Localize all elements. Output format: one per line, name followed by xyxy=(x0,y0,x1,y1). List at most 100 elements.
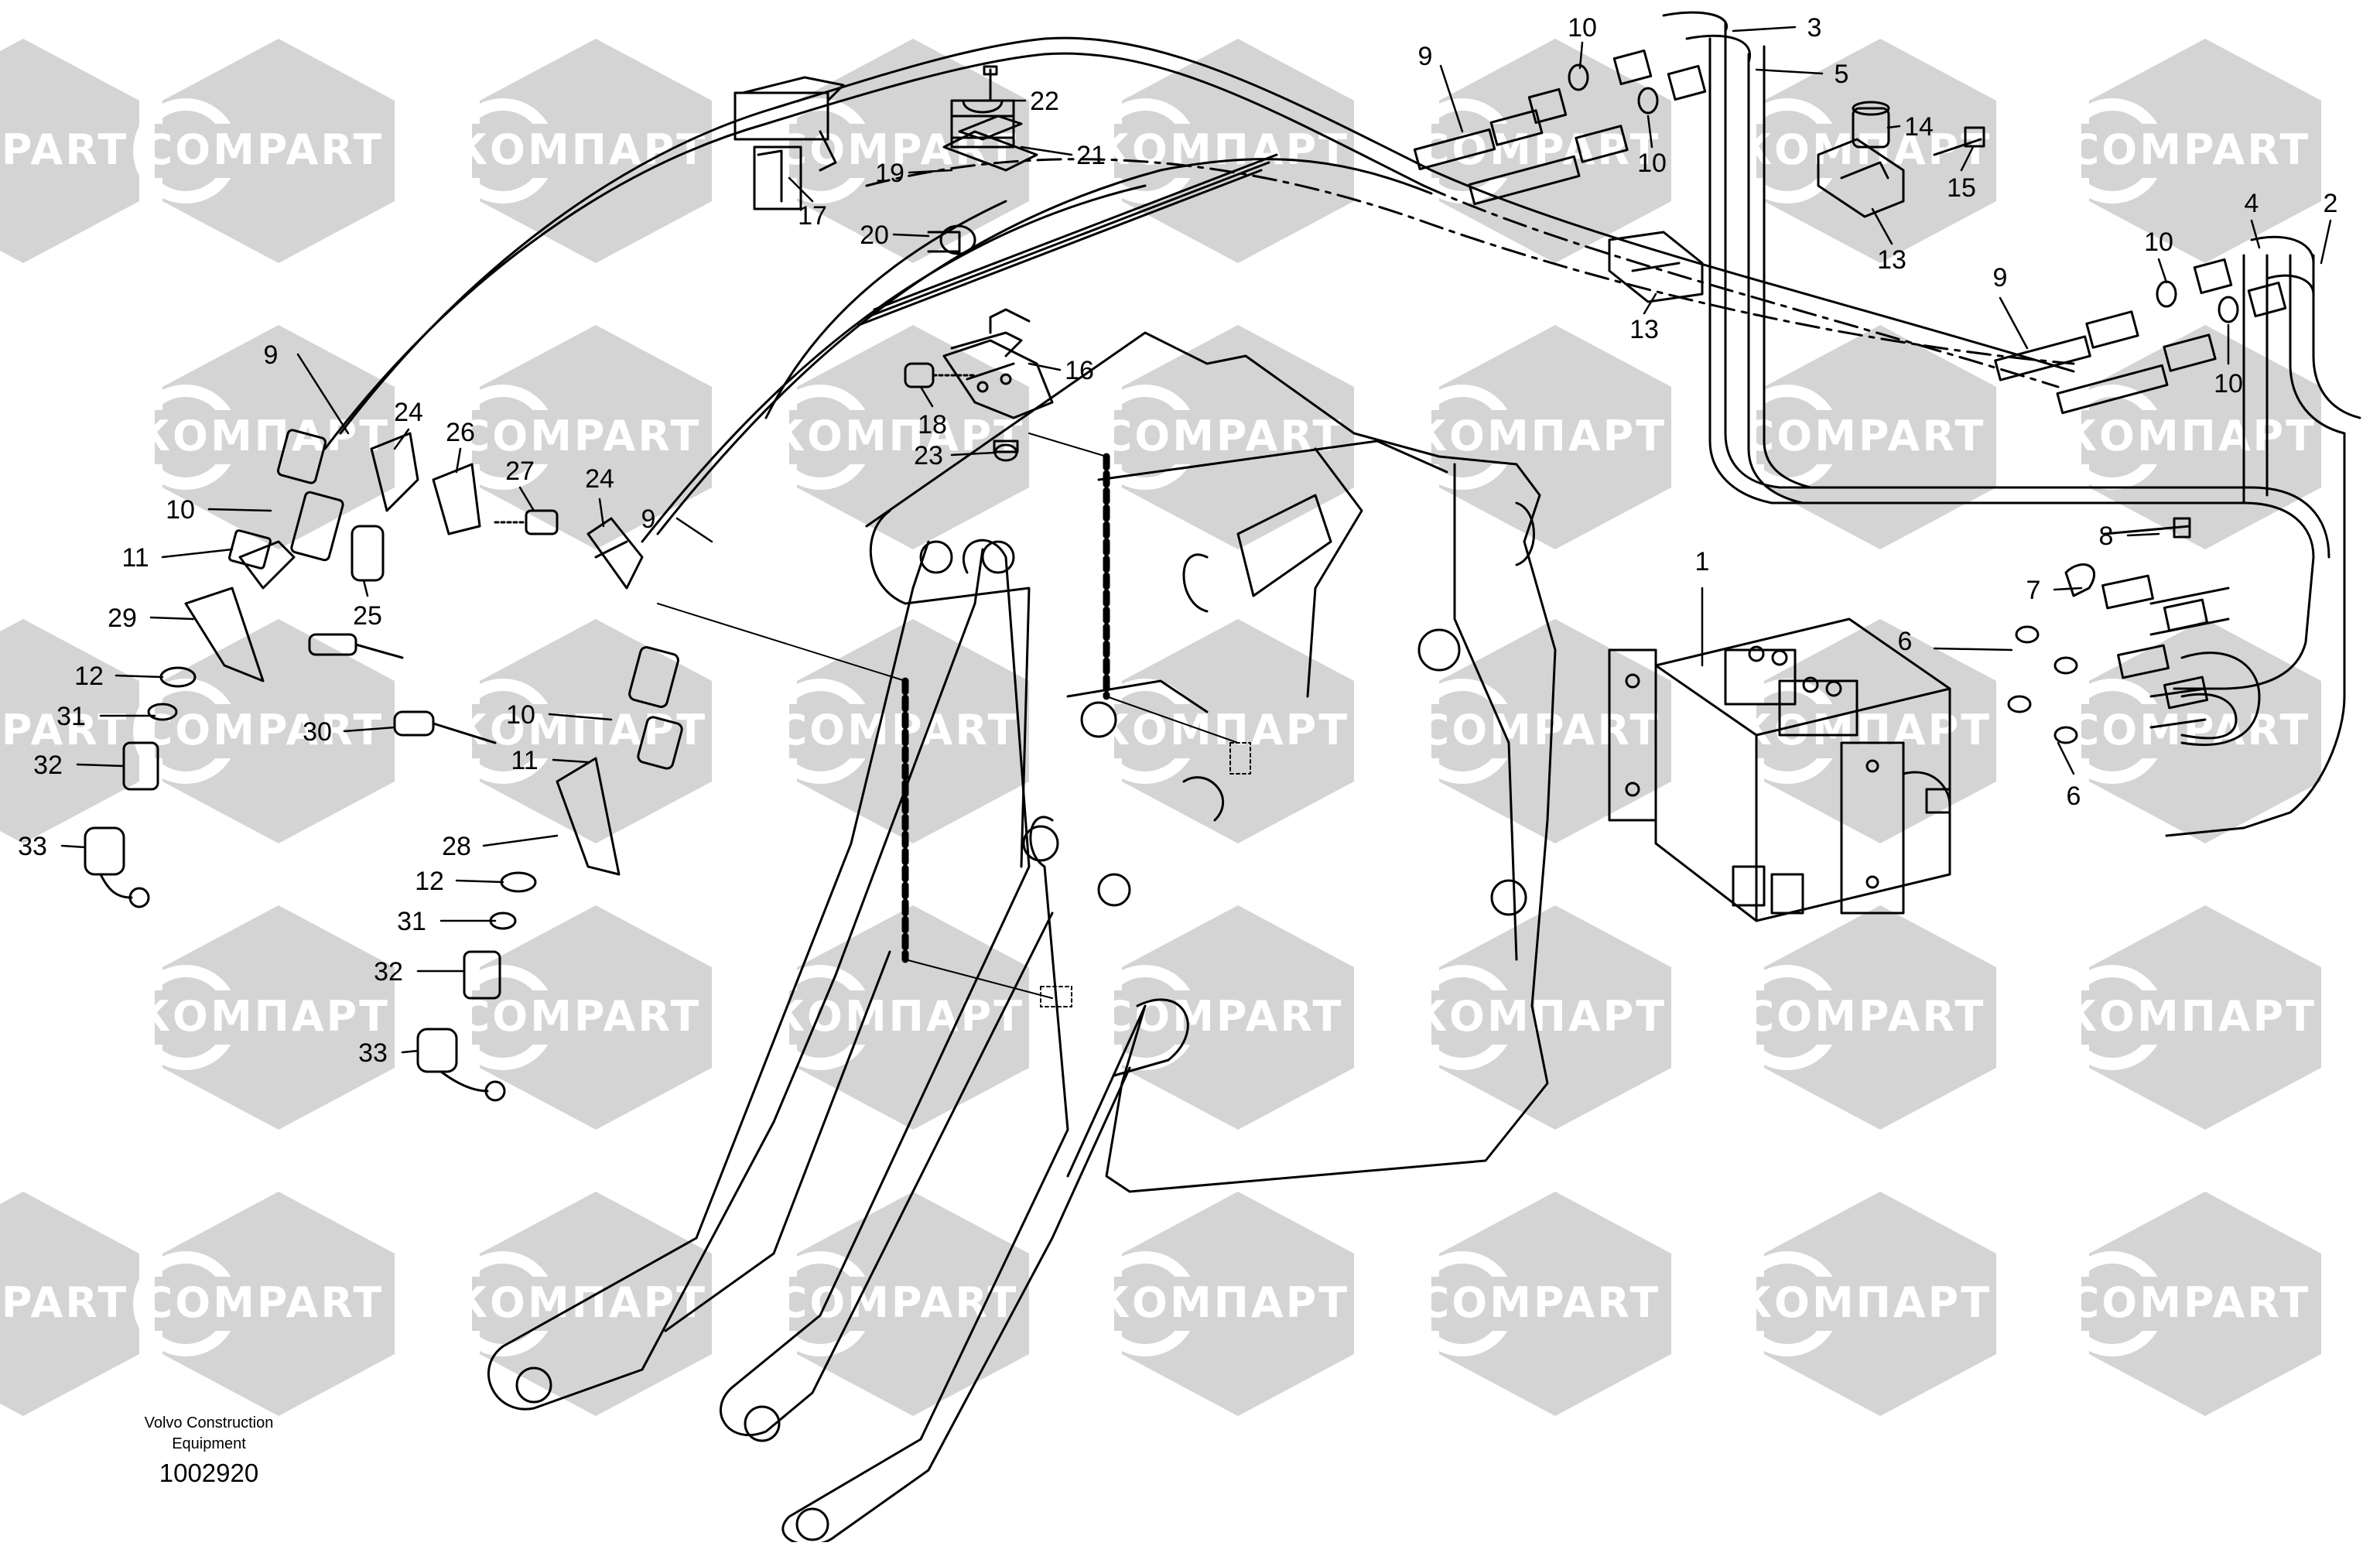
watermark-tile: COMPART xyxy=(1735,905,1996,1130)
watermark-text: COMPART xyxy=(0,1278,128,1327)
callout-24b: 24 xyxy=(585,464,614,494)
watermark-band xyxy=(789,704,1014,758)
watermark-band xyxy=(472,990,696,1045)
callout-10f: 10 xyxy=(506,700,535,730)
watermark-text: КОМПАРТ xyxy=(136,412,390,460)
leader-line-21 xyxy=(1020,145,1073,156)
watermark-tile: COMPART xyxy=(0,619,139,843)
watermark-text: КОМПАРТ xyxy=(771,992,1024,1041)
watermark-tile: КОМПАРТ xyxy=(2060,325,2321,549)
callout-9a: 9 xyxy=(1418,42,1433,71)
leader-line-3 xyxy=(1732,26,1797,32)
watermark-tile: КОМПАРТ xyxy=(1093,1192,1354,1416)
leader-line-14 xyxy=(1886,125,1901,129)
watermark-tile: КОМПАРТ xyxy=(133,325,395,549)
callout-6b: 6 xyxy=(2067,782,2081,811)
callout-22: 22 xyxy=(1030,87,1059,116)
watermark-tile: КОМПАРТ xyxy=(450,39,712,263)
watermark-tile: КОМПАРТ xyxy=(768,325,1029,549)
steel-pipes xyxy=(1662,11,2361,837)
leader-line-10e xyxy=(207,508,272,512)
leader-line-9b xyxy=(296,353,350,435)
leader-line-6a xyxy=(1933,647,2013,652)
watermark-band xyxy=(1114,704,1339,758)
leader-line-16 xyxy=(1028,362,1062,371)
leader-line-19 xyxy=(908,169,953,174)
callout-19: 19 xyxy=(875,159,904,188)
watermark-band xyxy=(789,990,1014,1045)
watermark-band xyxy=(1756,990,1981,1045)
watermark-band xyxy=(155,124,379,178)
watermark-band xyxy=(1431,990,1656,1045)
watermark-tile: COMPART xyxy=(1735,325,1996,549)
watermark-text: COMPART xyxy=(2069,125,2311,174)
watermark-band xyxy=(155,990,379,1045)
hose-runs xyxy=(323,36,2075,543)
leader-line-26 xyxy=(455,447,462,474)
watermark-text: COMPART xyxy=(777,125,1019,174)
control-valve-block xyxy=(1608,617,1951,922)
callout-8: 8 xyxy=(2099,522,2114,551)
callout-14: 14 xyxy=(1904,112,1934,142)
watermark-band xyxy=(155,410,379,464)
callout-29: 29 xyxy=(108,604,137,633)
callout-17: 17 xyxy=(798,201,827,231)
watermark-text: COMPART xyxy=(1102,412,1344,460)
leader-line-10a xyxy=(1578,41,1584,70)
leader-line-10f xyxy=(548,713,613,721)
callout-18: 18 xyxy=(918,410,947,440)
callout-26: 26 xyxy=(446,418,475,447)
watermark-text: КОМПАРТ xyxy=(1738,1278,1992,1327)
watermark-text: COMPART xyxy=(0,125,128,174)
leader-line-7 xyxy=(2053,587,2083,591)
callout-27: 27 xyxy=(505,457,535,486)
boom-lift-arms xyxy=(487,331,1557,1546)
callout-31a: 31 xyxy=(56,702,86,731)
watermark-tile: COMPART xyxy=(133,1192,395,1416)
watermark-text: COMPART xyxy=(2069,1278,2311,1327)
leader-line-12b xyxy=(455,879,504,884)
callout-10a: 10 xyxy=(1568,13,1597,43)
watermark-text: COMPART xyxy=(460,412,702,460)
callout-10e: 10 xyxy=(166,495,195,525)
watermark-tile: COMPART xyxy=(1410,619,1671,843)
watermark-tile: КОМПАРТ xyxy=(1735,1192,1996,1416)
watermark-band xyxy=(2081,704,2306,758)
watermark-tile: COMPART xyxy=(2060,39,2321,263)
watermark-text: КОМПАРТ xyxy=(453,706,707,754)
hose-ends-top-right xyxy=(1413,49,2287,415)
watermark-text: COMPART xyxy=(1744,412,1986,460)
watermark-band xyxy=(1431,704,1656,758)
watermark-band xyxy=(2081,990,2306,1045)
watermark-text: COMPART xyxy=(142,125,385,174)
watermark-text: КОМПАРТ xyxy=(1413,992,1667,1041)
leader-line-5 xyxy=(1755,68,1824,75)
leader-line-10b xyxy=(1647,115,1653,149)
leader-line-30 xyxy=(343,726,396,733)
watermark-band xyxy=(0,1277,124,1331)
leader-line-33b xyxy=(401,1049,419,1054)
callout-25: 25 xyxy=(353,601,382,631)
watermark-text: COMPART xyxy=(777,1278,1019,1327)
watermark-band xyxy=(2081,410,2306,464)
watermark-band xyxy=(1431,410,1656,464)
watermark-tile: COMPART xyxy=(2060,1192,2321,1416)
watermark-tile: КОМПАРТ xyxy=(1410,325,1671,549)
callout-28: 28 xyxy=(442,832,471,861)
clamp-17 xyxy=(733,76,845,210)
leader-line-24a xyxy=(393,428,410,450)
callout-12b: 12 xyxy=(415,867,444,896)
watermark-band xyxy=(155,1277,379,1331)
watermark-band xyxy=(1114,410,1339,464)
watermark-band xyxy=(472,1277,696,1331)
callout-6a: 6 xyxy=(1898,627,1913,656)
watermark-text: КОМПАРТ xyxy=(2063,412,2317,460)
callout-9b: 9 xyxy=(264,340,279,370)
watermark-tile: КОМПАРТ xyxy=(450,1192,712,1416)
watermark-band xyxy=(1114,1277,1339,1331)
watermark-tile: COMPART xyxy=(133,39,395,263)
watermark-tile: КОМПАРТ xyxy=(1410,905,1671,1130)
callout-10d: 10 xyxy=(2214,369,2243,398)
watermark-tile: COMPART xyxy=(768,619,1029,843)
watermark-text: COMPART xyxy=(0,706,128,754)
